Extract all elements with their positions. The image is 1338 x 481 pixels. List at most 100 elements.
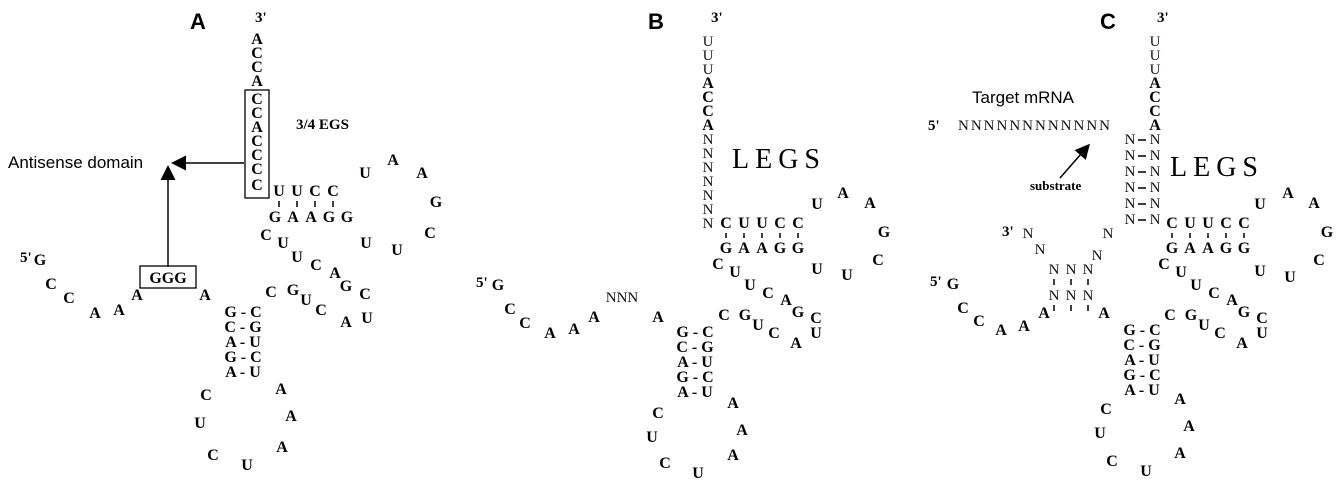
- panel-a-d-arm: C U U C A G C U A C U G C: [260, 227, 373, 331]
- svg-text:C: C: [762, 285, 774, 302]
- svg-text:C: C: [1166, 215, 1178, 232]
- svg-text:C: C: [251, 161, 263, 178]
- svg-text:C: C: [1220, 215, 1232, 232]
- svg-text:U: U: [646, 429, 658, 446]
- svg-text:C: C: [200, 387, 212, 404]
- svg-text:C: C: [702, 103, 714, 120]
- svg-text:C: C: [1149, 103, 1161, 120]
- svg-text:A: A: [251, 119, 263, 136]
- svg-text:U: U: [291, 249, 303, 266]
- ggg-box: [139, 265, 197, 289]
- svg-text:C: C: [309, 183, 321, 200]
- svg-text:U: U: [1150, 48, 1161, 64]
- panel-b-five-prime-arm: 5' G C C A A A NNN A: [476, 275, 664, 342]
- svg-text:A: A: [1282, 185, 1294, 202]
- svg-text:N: N: [703, 146, 714, 162]
- svg-text:U: U: [703, 34, 714, 50]
- svg-text:C: C: [45, 276, 57, 293]
- panel-c-n-hairpin: 3' N N N N N N N N N N: [1002, 224, 1114, 311]
- svg-text:N: N: [1092, 248, 1103, 264]
- svg-text:U: U: [811, 196, 823, 213]
- svg-text:C - G: C - G: [1123, 337, 1161, 354]
- svg-text:G: G: [878, 224, 891, 241]
- svg-text:C: C: [251, 147, 263, 164]
- svg-text:C: C: [718, 307, 730, 324]
- svg-text:C: C: [1313, 252, 1325, 269]
- svg-text:C: C: [1158, 256, 1170, 273]
- svg-text:N: N: [1049, 288, 1060, 304]
- svg-text:U: U: [291, 183, 303, 200]
- panel-a-3prime: 3': [255, 10, 267, 26]
- svg-text:U: U: [359, 165, 371, 182]
- svg-text:A: A: [251, 31, 263, 48]
- svg-text:A: A: [287, 209, 299, 226]
- svg-text:G: G: [1238, 240, 1251, 257]
- svg-text:C: C: [424, 225, 436, 242]
- svg-text:N: N: [1125, 148, 1136, 164]
- svg-text:C: C: [973, 313, 985, 330]
- svg-text:A: A: [251, 73, 263, 90]
- svg-text:A: A: [1149, 117, 1161, 134]
- svg-text:U: U: [1190, 277, 1202, 294]
- svg-text:G - C: G - C: [676, 324, 713, 341]
- svg-text:U: U: [391, 242, 403, 259]
- svg-text:U: U: [1256, 325, 1268, 342]
- svg-text:G: G: [1166, 240, 1179, 257]
- svg-text:U: U: [360, 235, 372, 252]
- svg-text:N: N: [703, 188, 714, 204]
- panel-b-label: B: [648, 9, 664, 34]
- substrate-label: substrate: [1030, 178, 1082, 193]
- panel-b-title: LEGS: [732, 144, 826, 175]
- svg-text:G: G: [792, 240, 805, 257]
- svg-text:G: G: [1220, 240, 1233, 257]
- svg-text:A: A: [727, 395, 739, 412]
- svg-text:C: C: [327, 183, 339, 200]
- svg-text:U: U: [752, 317, 764, 334]
- svg-text:U: U: [1284, 269, 1296, 286]
- svg-text:G - C: G - C: [676, 369, 713, 386]
- svg-text:C: C: [63, 290, 75, 307]
- svg-text:U: U: [277, 235, 289, 252]
- svg-text:C: C: [872, 252, 884, 269]
- panel-a-anticodon-stem: G - C C - G A - U G - C A - U C U C U A …: [194, 304, 297, 474]
- svg-text:A: A: [588, 309, 600, 326]
- svg-text:N: N: [1125, 212, 1136, 228]
- svg-text:C - G: C - G: [676, 339, 714, 356]
- svg-text:G: G: [1185, 307, 1198, 324]
- svg-text:U: U: [1202, 215, 1214, 232]
- panel-b-stem: U U U A C C A N N N N N N N: [702, 34, 714, 232]
- svg-text:U: U: [729, 264, 741, 281]
- svg-text:C: C: [720, 215, 732, 232]
- panel-b-d-arm: C U U C A G C U A C U G C: [712, 256, 822, 352]
- svg-text:C: C: [310, 257, 322, 274]
- svg-text:C: C: [712, 256, 724, 273]
- svg-text:C: C: [315, 302, 327, 319]
- panel-a-antisense-seq: C C A C C C C: [251, 91, 263, 194]
- svg-text:A: A: [305, 209, 317, 226]
- svg-text:A: A: [702, 75, 714, 92]
- svg-text:A: A: [329, 265, 341, 282]
- svg-text:A: A: [1098, 305, 1110, 322]
- svg-text:A: A: [1236, 335, 1248, 352]
- svg-text:A: A: [738, 240, 750, 257]
- svg-text:A: A: [1149, 75, 1161, 92]
- svg-text:C: C: [1100, 401, 1112, 418]
- svg-text:A: A: [275, 381, 287, 398]
- svg-text:A: A: [131, 287, 143, 304]
- panel-b-t-arm: C U U C C G A A G G U A A G C U U: [720, 185, 891, 284]
- svg-text:C: C: [1149, 89, 1161, 106]
- svg-text:A: A: [1183, 418, 1195, 435]
- svg-text:C: C: [251, 59, 263, 76]
- panel-a-five-prime-arm: 5' G C C A A A: [20, 250, 143, 322]
- svg-text:U: U: [841, 267, 853, 284]
- svg-text:A: A: [652, 309, 664, 326]
- svg-text:G: G: [269, 209, 282, 226]
- antisense-box: [244, 89, 270, 199]
- svg-text:A: A: [864, 195, 876, 212]
- svg-text:G: G: [341, 209, 354, 226]
- svg-text:A: A: [1308, 195, 1320, 212]
- panel-a: A 3' A C C A C C A C C C C 3/4 EGS Antis…: [8, 9, 443, 474]
- svg-text:C: C: [957, 300, 969, 317]
- svg-text:U: U: [1254, 263, 1266, 280]
- svg-text:N: N: [1125, 196, 1136, 212]
